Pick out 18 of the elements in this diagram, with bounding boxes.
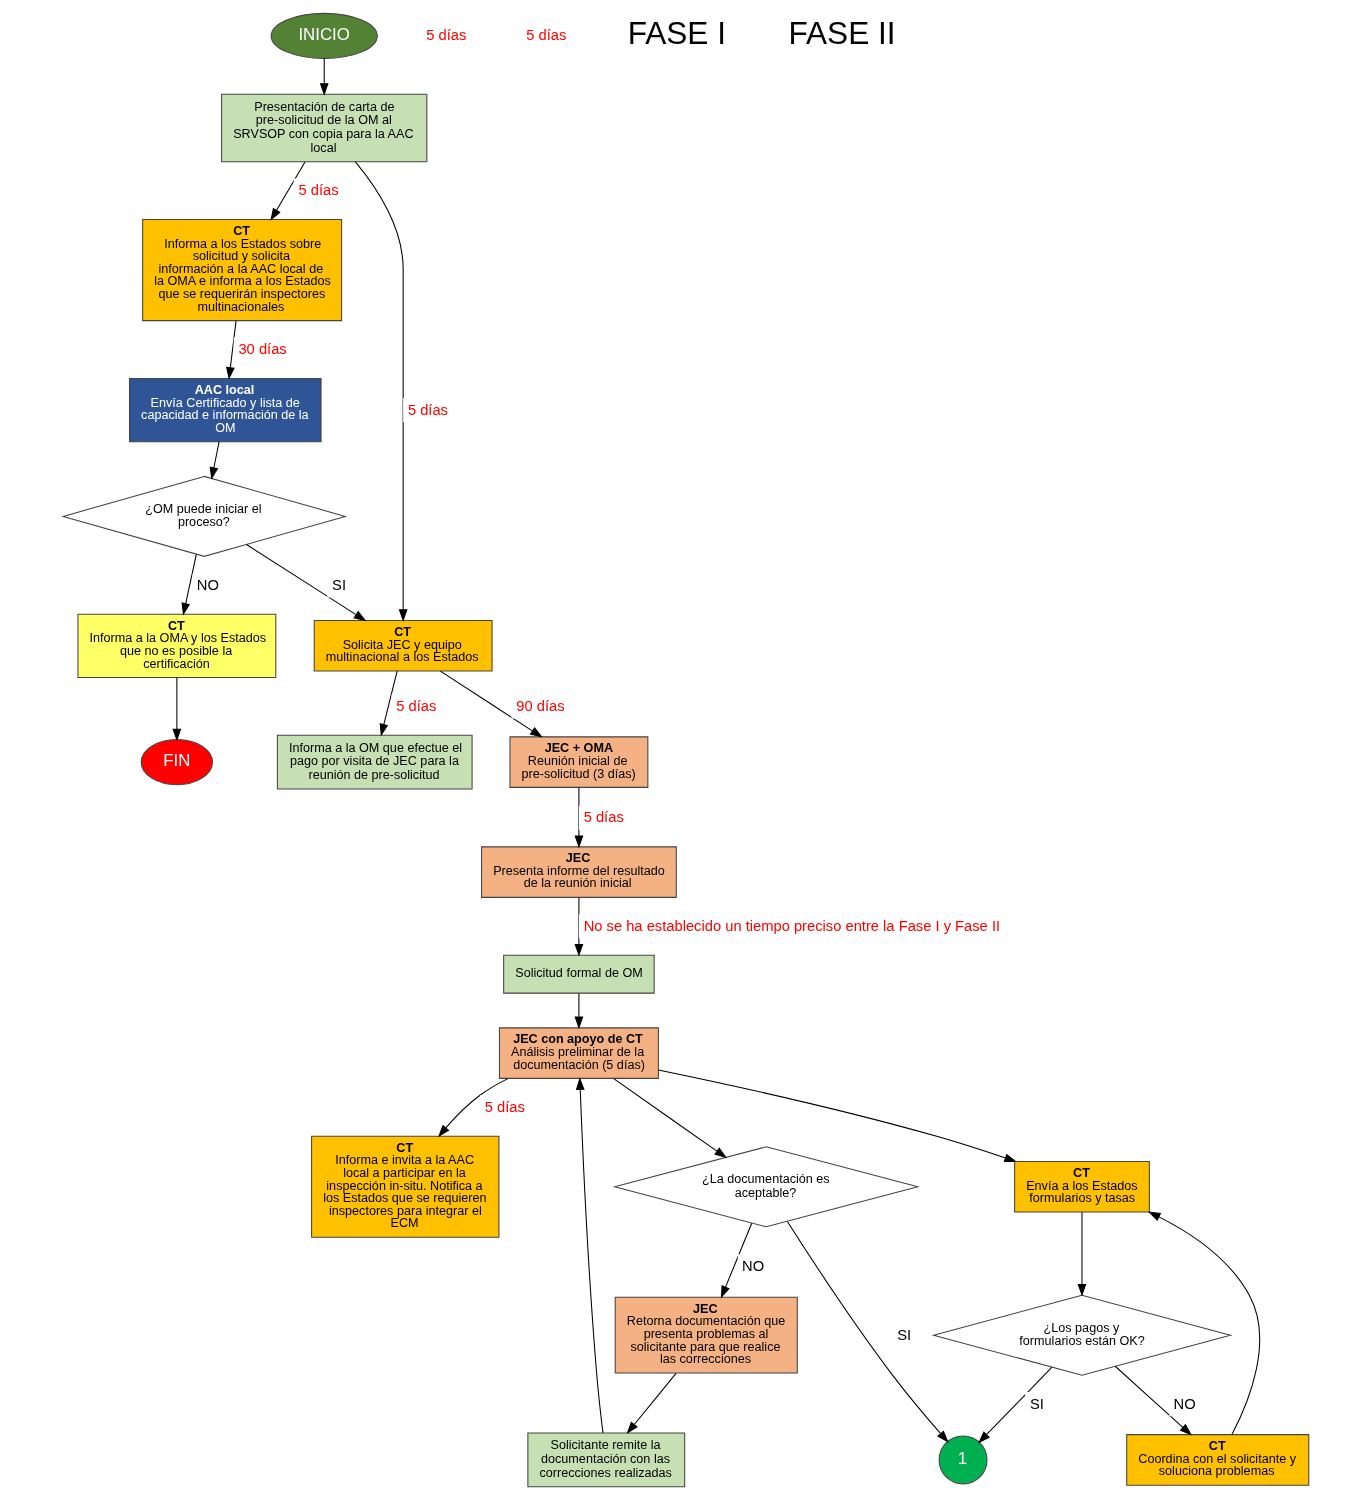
edge-label: NO	[196, 576, 219, 593]
edge-label: No se ha establecido un tiempo preciso entre la Fase I y Fase II	[583, 917, 1001, 934]
edge-label: 5 días	[396, 697, 437, 714]
edge-label: 5 días	[298, 182, 339, 199]
edge-label: SI	[1029, 1395, 1044, 1412]
edge-label: NO	[742, 1257, 765, 1274]
edge-label: 90 días	[516, 697, 565, 714]
edge-label: 5 días	[583, 809, 624, 826]
edge-label: NO	[1173, 1395, 1196, 1412]
edge-label: SI	[332, 576, 347, 593]
edge-label: 5 días	[484, 1098, 525, 1115]
label: FASE I	[627, 14, 726, 51]
label: 5 días	[526, 26, 567, 43]
edge-label: 5 días	[407, 401, 448, 418]
label: 5 días	[426, 26, 467, 43]
label: FASE II	[788, 14, 896, 51]
edge-label: 30 días	[238, 340, 287, 357]
edge-label: SI	[897, 1326, 912, 1343]
